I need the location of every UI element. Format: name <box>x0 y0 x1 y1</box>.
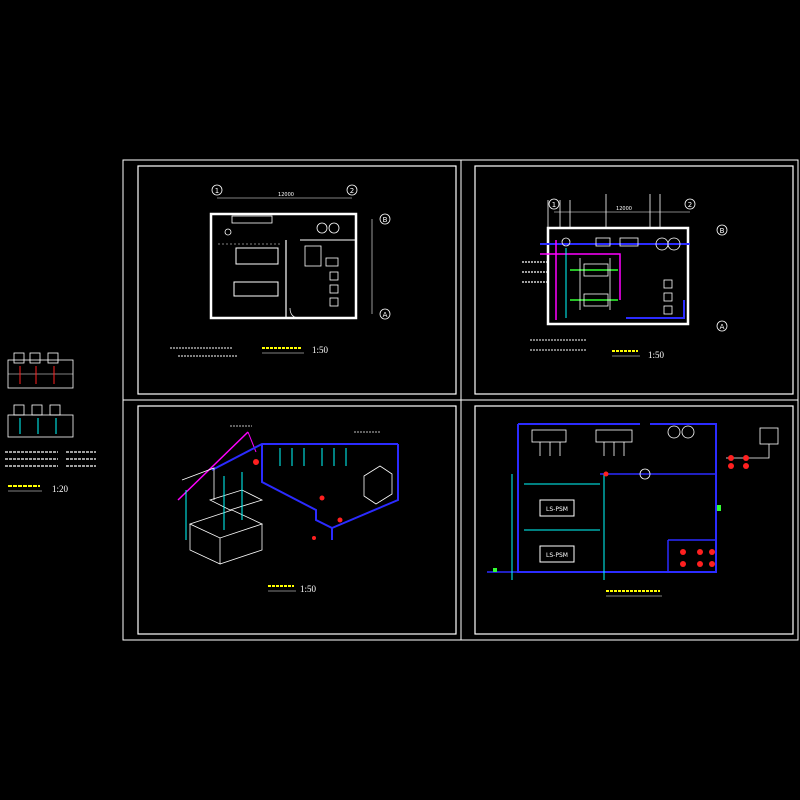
axis-bubble-b <box>379 213 391 225</box>
panel-isometric: 1:50 <box>137 405 457 635</box>
axis-bubble-2 <box>346 184 358 196</box>
isometric-scale: 1:50 <box>300 584 317 594</box>
axis-bubble-b <box>716 224 728 236</box>
axis-label-b: B <box>383 216 388 224</box>
equipment-label-lower: LS-PSM <box>546 552 568 559</box>
room-outline <box>209 212 358 320</box>
axis-label-1: 1 <box>215 187 219 195</box>
left-block-scale: 1:20 <box>52 484 69 494</box>
dimension-text: 12000 <box>278 192 294 198</box>
panel-schematic: LS-PSM LS-PSM <box>474 405 794 635</box>
left-detail-block: 1:20 <box>5 352 96 494</box>
axis-label-b: B <box>720 227 725 235</box>
axis-label-a: A <box>720 323 725 331</box>
axis-bubble-a <box>716 320 728 332</box>
axis-label-2: 2 <box>688 201 692 209</box>
panel-pipe-plan: 1 2 B A 12000 <box>474 165 794 395</box>
equipment-unit-upper <box>539 499 575 517</box>
axis-bubble-a <box>379 308 391 320</box>
pipe-plan-scale: 1:50 <box>648 350 665 360</box>
axis-label-2: 2 <box>350 187 354 195</box>
axis-bubble-1 <box>211 184 223 196</box>
equipment-unit-lower <box>539 545 575 563</box>
axis-bubble-1 <box>548 198 560 210</box>
equipment-label-upper: LS-PSM <box>546 506 568 513</box>
axis-label-a: A <box>383 311 388 319</box>
axis-label-1: 1 <box>552 201 556 209</box>
dimension-text: 12000 <box>616 206 632 212</box>
axis-bubble-2 <box>684 198 696 210</box>
panel-floor-plan: 1 2 B A 12000 1:50 <box>137 165 457 395</box>
room-outline <box>546 226 690 326</box>
floor-plan-scale: 1:50 <box>312 345 329 355</box>
